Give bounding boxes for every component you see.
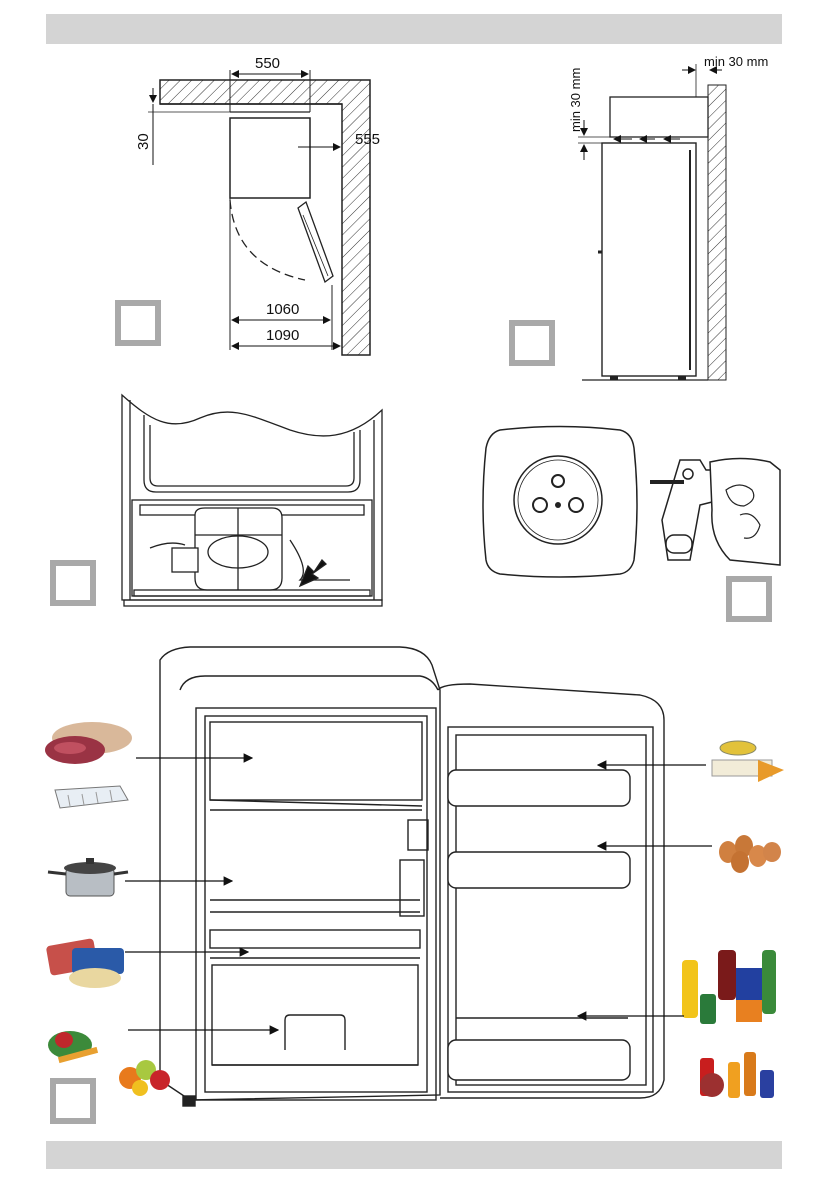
small-bottles-icon: [700, 1052, 774, 1098]
dim-door-open-2: 1090: [266, 327, 299, 344]
large-bottles-icon: [682, 950, 776, 1024]
top-clearance-label: min 30 mm: [568, 68, 583, 132]
dim-width: 550: [255, 55, 280, 72]
eggs-icon: [719, 835, 781, 873]
dim-door-open-1: 1060: [266, 301, 299, 318]
compressor-rear-view: [122, 395, 382, 606]
vegetables-icon: [48, 1031, 98, 1063]
butter-cheese-icon: [712, 741, 784, 782]
meat-poultry-icon: [45, 722, 132, 764]
cooking-pot-icon: [48, 858, 128, 896]
packaged-meat-icon: [46, 938, 124, 988]
ice-tray-icon: [55, 786, 128, 808]
dim-top-gap: 30: [135, 133, 152, 150]
fridge-interior-view: [160, 647, 664, 1106]
back-clearance-label: min 30 mm: [704, 54, 768, 69]
dim-depth: 555: [355, 131, 380, 148]
socket-and-plug: [483, 427, 780, 578]
installation-top-view: 550 30 555 1060 1090: [135, 55, 380, 355]
installation-side-view: min 30 mm min 30 mm: [568, 54, 768, 380]
